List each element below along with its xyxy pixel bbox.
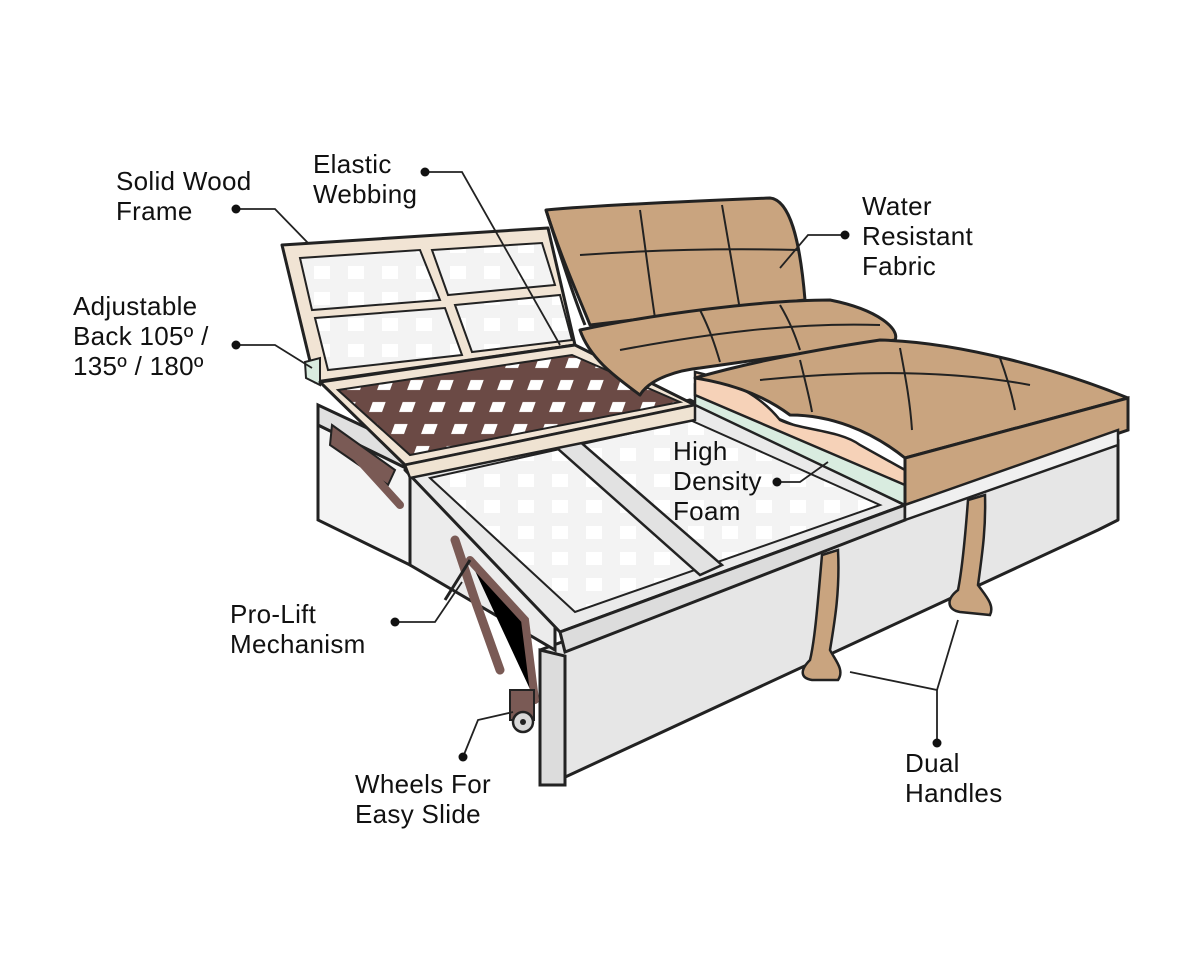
label-dual-handles: Dual Handles <box>905 748 1003 808</box>
label-high-density-foam: High Density Foam <box>673 436 762 526</box>
label-line: Frame <box>116 196 193 226</box>
mattress-foam-layers <box>693 338 1130 522</box>
pro-lift-mechanism-arms <box>328 423 539 704</box>
label-line: Foam <box>673 496 741 526</box>
label-line: 135º / 180º <box>73 351 204 381</box>
elastic-webbing-seat <box>318 343 697 480</box>
label-wheels: Wheels For Easy Slide <box>355 769 491 829</box>
label-adjustable-back: Adjustable Back 105º / 135º / 180º <box>73 291 209 381</box>
label-line: Elastic <box>313 149 392 179</box>
back-wood-frame <box>280 226 577 387</box>
label-line: Resistant <box>862 221 974 251</box>
label-line: Dual <box>905 748 960 778</box>
label-pro-lift-mechanism: Pro-Lift Mechanism <box>230 599 366 659</box>
label-line: Density <box>673 466 762 496</box>
upholstered-backrest <box>544 196 807 327</box>
leader-lines <box>236 171 959 758</box>
label-solid-wood-frame: Solid Wood Frame <box>116 166 252 226</box>
label-line: Webbing <box>313 179 418 209</box>
leader-dots <box>231 167 942 762</box>
seat-cushion <box>578 298 898 397</box>
label-elastic-webbing: Elastic Webbing <box>313 149 417 209</box>
label-line: Wheels For <box>355 769 491 799</box>
label-water-resistant-fabric: Water Resistant Fabric <box>862 191 973 281</box>
label-line: Mechanism <box>230 629 366 659</box>
label-line: Easy Slide <box>355 799 481 829</box>
label-line: Solid Wood <box>116 166 252 196</box>
label-line: High <box>673 436 728 466</box>
pullout-platform <box>403 398 907 655</box>
wheel <box>509 689 535 734</box>
label-line: Pro-Lift <box>230 599 317 629</box>
label-line: Water <box>862 191 932 221</box>
dual-handles <box>801 493 993 682</box>
label-line: Handles <box>905 778 1003 808</box>
label-line: Fabric <box>862 251 937 281</box>
label-line: Back 105º / <box>73 321 209 351</box>
label-line: Adjustable <box>73 291 198 321</box>
